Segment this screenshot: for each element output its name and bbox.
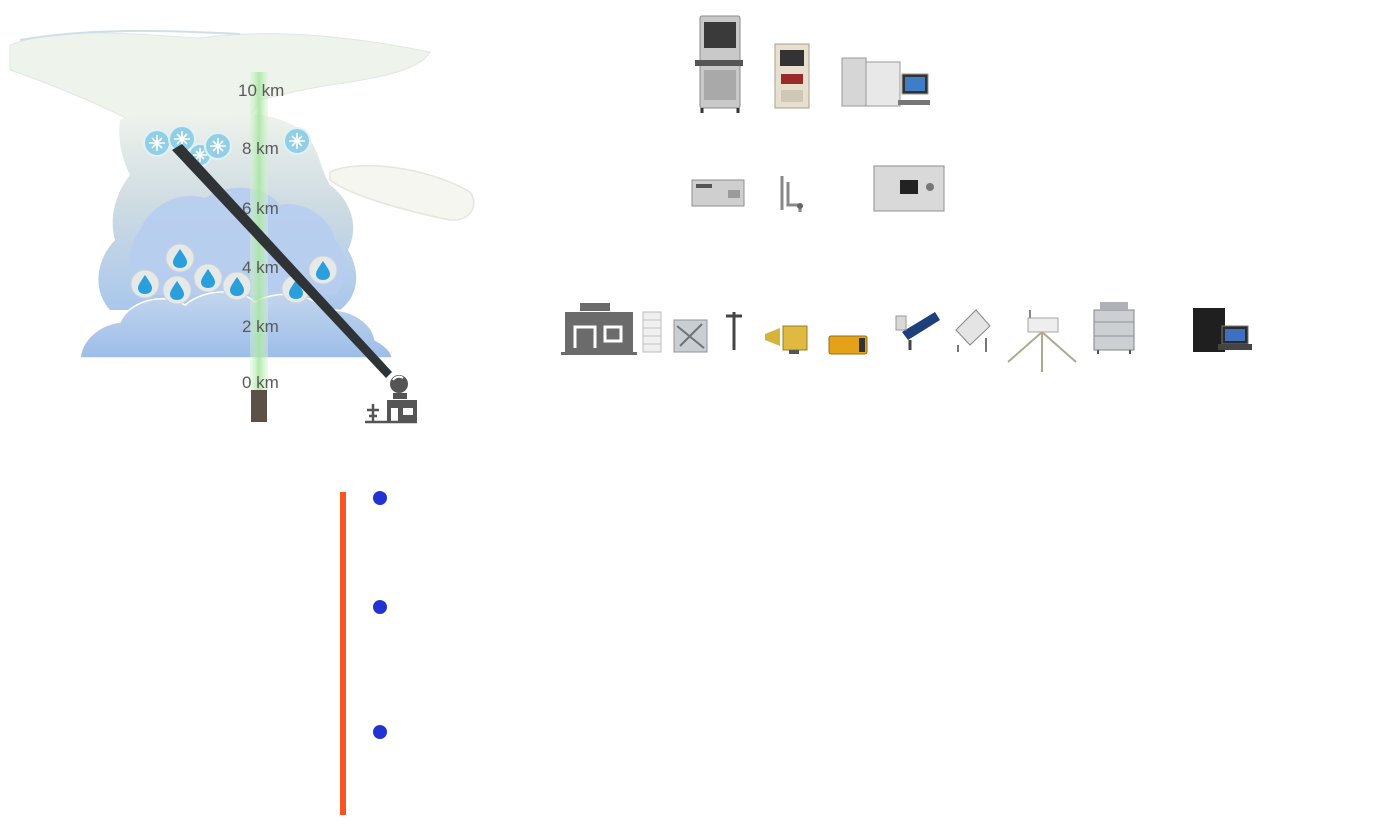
station-building-icon — [561, 303, 637, 355]
altitude-label: 6 km — [242, 199, 279, 218]
equipment-row-middle — [691, 165, 945, 212]
equipment-row-top — [695, 15, 930, 113]
solar-panel-icon — [955, 309, 991, 352]
bullet-point — [373, 600, 387, 614]
ice-crystal-icon — [143, 129, 171, 157]
accent-bar — [340, 492, 346, 815]
cabinet-sampler-icon — [1093, 302, 1135, 354]
altitude-label: 4 km — [242, 258, 279, 277]
bullet-point — [373, 491, 387, 505]
tripod-sampler-icon — [1007, 310, 1077, 372]
lab-workstation-icon — [841, 57, 930, 107]
water-drop-icon — [130, 269, 160, 299]
water-drop-icon — [162, 275, 192, 305]
radar-station-icon — [365, 375, 417, 424]
water-drop-group — [130, 243, 338, 305]
equipment-row-bottom — [561, 302, 1252, 372]
sky-radiometer-icon — [895, 312, 940, 350]
analyzer-unit-icon — [774, 43, 810, 109]
panel-analyzer-icon — [873, 165, 945, 212]
altitude-label: 8 km — [242, 139, 279, 158]
sampling-probe-icon — [780, 176, 803, 212]
radar-beam — [172, 144, 392, 378]
water-drop-icon — [308, 255, 338, 285]
altitude-label: 2 km — [242, 317, 279, 336]
water-drop-icon — [165, 243, 195, 273]
ice-crystal-icon — [283, 127, 311, 155]
water-drop-icon — [222, 271, 252, 301]
weather-shield-icon — [642, 311, 662, 353]
altitude-axis: 10 km 8 km 6 km 4 km 2 km 0 km — [238, 81, 284, 392]
ice-crystal-icon — [204, 132, 232, 160]
rack-analyzer-icon — [691, 179, 745, 207]
instrument-tower — [251, 390, 267, 422]
ice-crystal-group — [143, 125, 311, 167]
bullet-point — [373, 725, 387, 739]
anemometer-icon — [726, 312, 742, 350]
instrument-cabinet-icon — [695, 15, 743, 113]
altitude-label: 10 km — [238, 81, 284, 100]
portable-analyzer-icon — [828, 335, 868, 355]
altitude-label: 0 km — [242, 373, 279, 392]
sampler-inlet-icon — [765, 325, 808, 354]
water-drop-icon — [193, 263, 223, 293]
rugged-laptop-case-icon — [1193, 308, 1252, 352]
storm-cloud — [9, 29, 475, 359]
sensor-mount-icon — [673, 319, 708, 353]
